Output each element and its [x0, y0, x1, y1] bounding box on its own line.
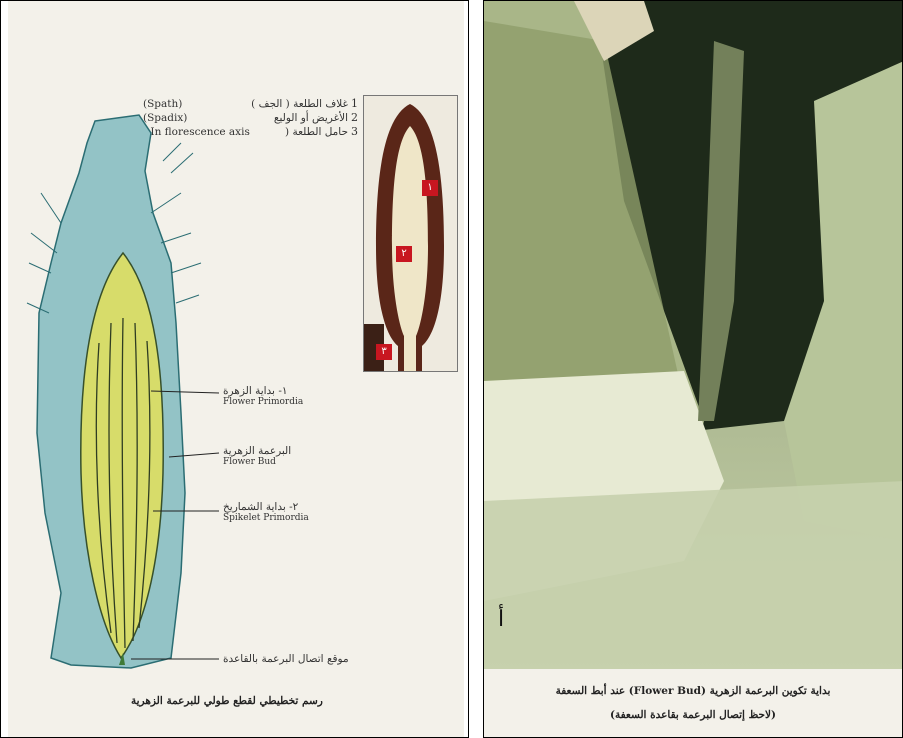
marker-3: ٣ [376, 344, 392, 360]
legend-arabic: حامل الطلعة ( [285, 125, 348, 139]
left-page: (Spath) غلاف الطلعة ( الجف ) (Spadix) ال… [0, 0, 469, 738]
flower-bud-english: Flower Bud [223, 457, 291, 467]
flower-bud-label: البرعمة الزهرية Flower Bud [223, 445, 291, 467]
base-attachment-label: موقع اتصال البرعمة بالقاعدة [223, 653, 349, 665]
flower-bud-photo [484, 1, 903, 669]
corner-letter: أ [498, 607, 504, 632]
flower-primordia-label: ١- بداية الزهرة Flower Primordia [223, 385, 303, 407]
flower-bud-arabic: البرعمة الزهرية [223, 445, 291, 457]
legend-number: 3 [351, 125, 358, 139]
spathe-photo: ١ ٢ ٣ [363, 95, 458, 372]
marker-2: ٢ [396, 246, 412, 262]
base-attachment-arabic: موقع اتصال البرعمة بالقاعدة [223, 653, 349, 665]
legend-number: 2 [351, 111, 358, 125]
caption-band [484, 669, 902, 738]
flower-primordia-arabic: ١- بداية الزهرة [223, 385, 303, 397]
photo-caption-line-1: بداية تكوين البرعمة الزهرية (Flower Bud)… [484, 685, 902, 697]
spathe-section-image [364, 96, 457, 371]
spikelet-primordia-english: Spikelet Primordia [223, 513, 309, 523]
legend-row-1: (Spath) غلاف الطلعة ( الجف ) [143, 97, 348, 111]
right-page: أ بداية تكوين البرعمة الزهرية (Flower Bu… [483, 0, 903, 738]
spikelet-primordia-label: ٢- بداية الشماريخ Spikelet Primordia [223, 501, 309, 523]
flower-primordia-english: Flower Primordia [223, 397, 303, 407]
photo-caption-line-2: (لاحظ إتصال البرعمة بقاعدة السعفة) [484, 709, 902, 721]
marker-1: ١ [422, 180, 438, 196]
legend-arabic: غلاف الطلعة ( الجف ) [251, 97, 348, 111]
legend-english: (Spath) [143, 97, 182, 111]
legend-arabic: الأغريض أو الوليع [274, 111, 348, 125]
left-caption: رسم تخطيطي لقطع طولي للبرعمة الزهرية [131, 695, 323, 707]
legend-numbers: 1 2 3 [351, 97, 358, 139]
bud-section-drawing [21, 113, 221, 673]
spikelet-primordia-arabic: ٢- بداية الشماريخ [223, 501, 309, 513]
legend-number: 1 [351, 97, 358, 111]
